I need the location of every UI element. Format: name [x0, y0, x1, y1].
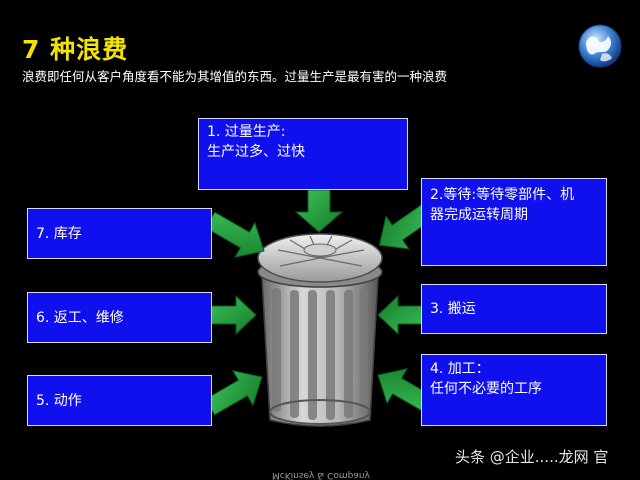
slide-title: 7 种浪费 [22, 35, 129, 64]
rework-line1: 6. 返工、维修 [36, 309, 124, 326]
overproduction-line2: 生产过多、过快 [207, 144, 305, 160]
processing-line1: 4. 加工： [430, 361, 490, 377]
inventory-line1: 7. 库存 [36, 225, 82, 242]
box-motion: 5. 动作 [27, 375, 212, 426]
waiting-line1: 2.等待:等待零部件、机 [430, 187, 575, 203]
arrow-from-motion-icon [204, 369, 263, 416]
motion-line1: 5. 动作 [36, 392, 82, 409]
waiting-line2: 器完成运转周期 [430, 207, 528, 223]
box-transport: 3. 搬运 [421, 284, 607, 334]
processing-line2: 任何不必要的工序 [430, 381, 542, 397]
box-inventory: 7. 库存 [27, 208, 212, 259]
overproduction-line1: 1. 过量生产: [207, 124, 286, 140]
slide-subtitle: 浪费即任何从客户角度看不能为其增值的东西。过量生产是最有害的一种浪费 [22, 69, 448, 84]
puzzle-globe-logo-icon [578, 24, 622, 68]
company-credit: McKinsey & Company [272, 470, 370, 480]
transport-line1: 3. 搬运 [430, 301, 476, 317]
arrow-from-rework-icon [205, 294, 257, 336]
box-overproduction: 1. 过量生产: 生产过多、过快 [198, 118, 408, 190]
arrow-down-icon [294, 189, 344, 233]
box-waiting: 2.等待:等待零部件、机 器完成运转周期 [421, 178, 607, 266]
box-rework: 6. 返工、维修 [27, 292, 212, 343]
watermark-text: 头条 @企业.....龙网 官 [455, 448, 609, 466]
box-processing: 4. 加工： 任何不必要的工序 [421, 354, 607, 426]
trash-can-icon [257, 233, 383, 427]
